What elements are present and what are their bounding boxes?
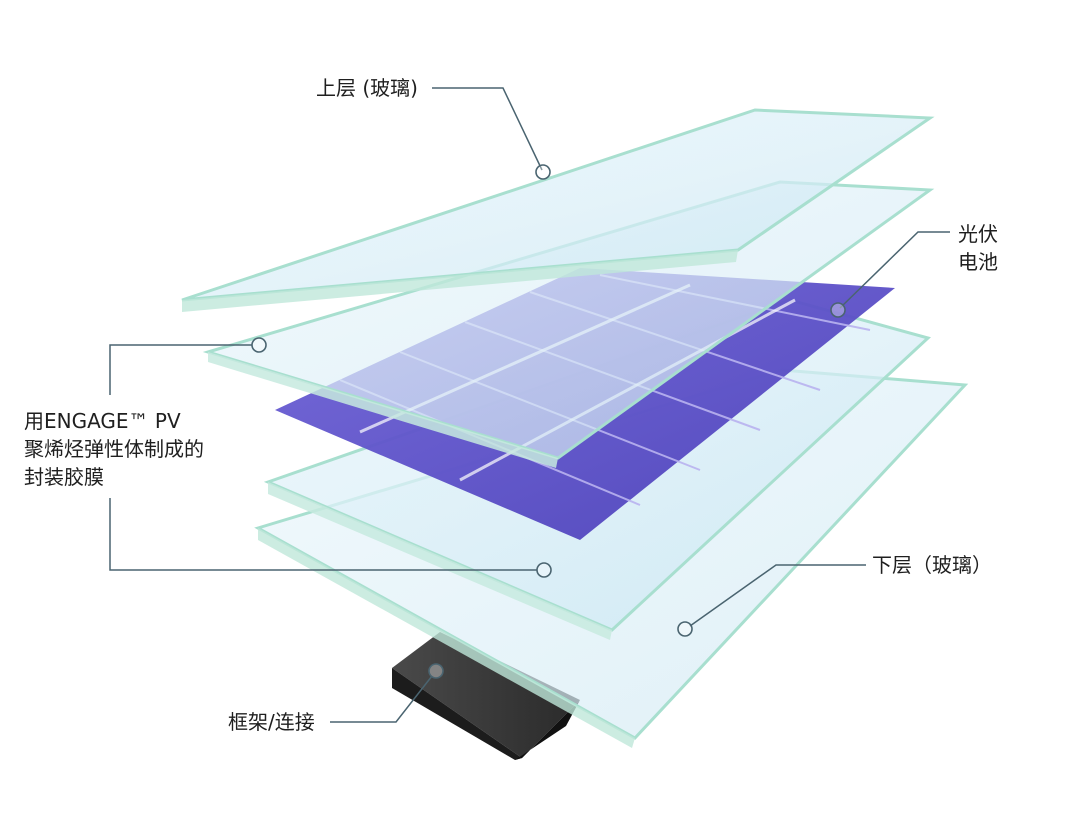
leader-top-glass: [432, 87, 551, 180]
label-encapsulant-line-3: 封装胶膜: [24, 465, 104, 489]
marker-top-glass: [535, 164, 551, 180]
top-glass-layer: [181, 108, 935, 312]
label-frame: 框架/连接: [228, 710, 315, 734]
label-bottom-glass: 下层（玻璃）: [872, 553, 992, 577]
label-encapsulant-line-1: 用ENGAGE™ PV: [24, 409, 181, 433]
marker-pv-cells: [830, 302, 846, 318]
label-pv-cells: 光伏 电池: [958, 220, 998, 276]
label-encapsulant-line-2: 聚烯烃弹性体制成的: [24, 437, 204, 461]
frame-block: [392, 632, 580, 760]
leader-pv-cells: [830, 231, 950, 318]
marker-encapsulant-lower: [536, 562, 552, 578]
leader-encapsulant: [109, 337, 552, 578]
label-pv-cells-line-1: 光伏: [958, 222, 998, 246]
label-top-glass: 上层 (玻璃): [316, 76, 418, 100]
marker-frame: [428, 663, 444, 679]
leader-frame: [330, 663, 444, 723]
marker-bottom-glass: [677, 621, 693, 637]
marker-encapsulant-upper: [251, 337, 267, 353]
leader-bottom-glass: [677, 564, 866, 637]
label-encapsulant: 用ENGAGE™ PV 聚烯烃弹性体制成的 封装胶膜: [24, 407, 204, 491]
label-pv-cells-line-2: 电池: [958, 250, 998, 274]
